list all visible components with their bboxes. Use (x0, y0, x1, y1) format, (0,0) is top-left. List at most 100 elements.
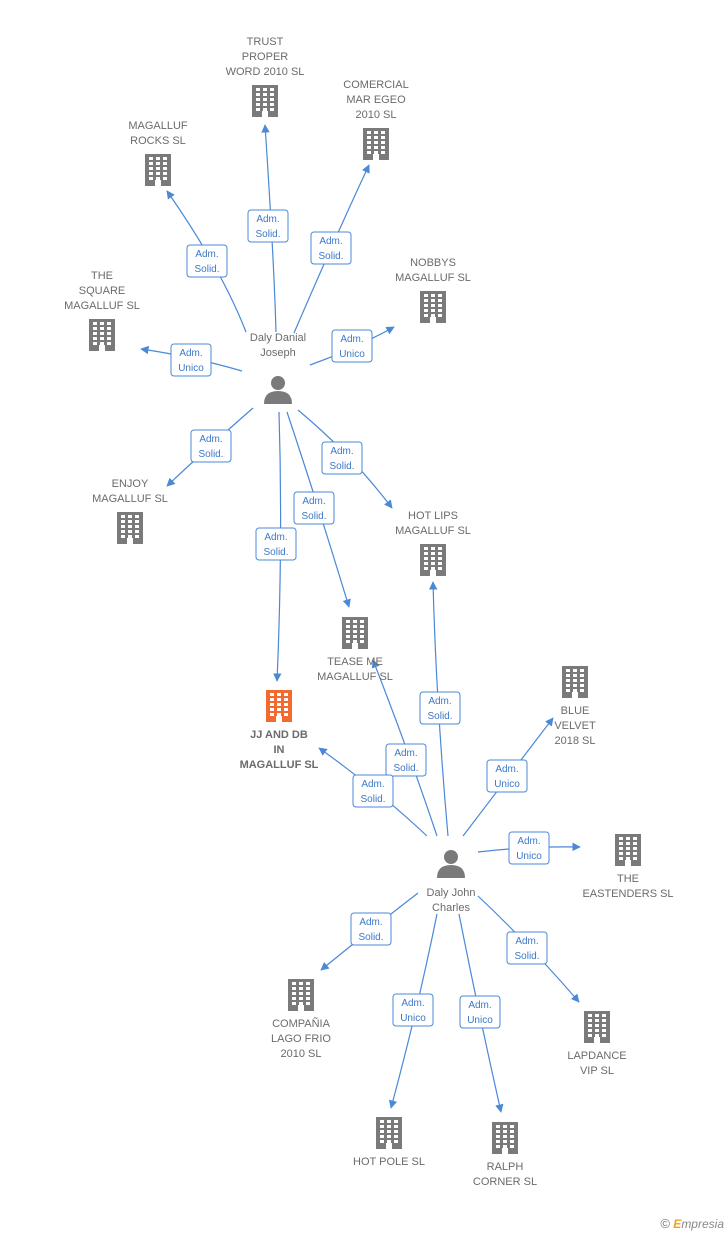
edge-label-box[interactable] (255, 527, 297, 561)
building-window (431, 294, 435, 297)
building-window (93, 322, 97, 325)
building-window (128, 520, 132, 523)
building-window (438, 294, 442, 297)
node-label: Daly Danial (250, 332, 306, 344)
edge-label-box[interactable] (385, 743, 427, 777)
building-window (367, 146, 371, 149)
edge-label-box[interactable] (350, 912, 392, 946)
building-window (284, 693, 288, 696)
node-label: ENJOY (112, 478, 149, 490)
node-label: JJ AND DB (250, 729, 308, 741)
edge-label-box[interactable] (190, 429, 232, 463)
building-door (262, 111, 268, 117)
building-window (424, 304, 428, 307)
edge-label-box[interactable] (247, 209, 289, 243)
node-hotpole[interactable]: HOT POLE SL (353, 1117, 425, 1168)
node-label: LAPDANCE (567, 1050, 626, 1062)
edge-label-box[interactable] (419, 691, 461, 725)
building-window (277, 698, 281, 701)
edge-label-box[interactable] (392, 993, 434, 1027)
building-door (352, 643, 358, 649)
building-icon (420, 291, 446, 323)
building-window (573, 689, 577, 692)
edge-label-box[interactable] (459, 995, 501, 1029)
building-window (381, 131, 385, 134)
edge-label-box[interactable] (293, 491, 335, 525)
building-window (149, 172, 153, 175)
edge-label-box[interactable] (508, 831, 550, 865)
edge-label-box[interactable] (486, 759, 528, 793)
building-window (149, 157, 153, 160)
edge-label-text: Adm. (394, 748, 417, 759)
building-icon (363, 128, 389, 160)
edge-label-box[interactable] (310, 231, 352, 265)
node-label: Charles (432, 902, 470, 914)
building-window (380, 1130, 384, 1133)
node-label: NOBBYS (410, 257, 456, 269)
building-window (163, 177, 167, 180)
building-window (306, 982, 310, 985)
building-window (387, 1125, 391, 1128)
person-body (264, 391, 292, 404)
edge-label-box[interactable] (506, 931, 548, 965)
building-window (256, 103, 260, 106)
edge-label-box[interactable] (186, 244, 228, 278)
node-label: ROCKS SL (130, 135, 186, 147)
building-door (430, 317, 436, 323)
building-window (438, 309, 442, 312)
building-door (594, 1037, 600, 1043)
building-window (367, 131, 371, 134)
edge-label-box[interactable] (352, 774, 394, 808)
node-label: IN (274, 744, 285, 756)
building-window (424, 309, 428, 312)
building-window (277, 708, 281, 711)
building-window (353, 640, 357, 643)
building-window (163, 172, 167, 175)
building-window (394, 1140, 398, 1143)
edge-label-box[interactable] (170, 343, 212, 377)
building-window (503, 1130, 507, 1133)
building-window (424, 562, 428, 565)
edge-label-text: Unico (178, 363, 204, 374)
building-window (496, 1125, 500, 1128)
building-window (573, 669, 577, 672)
building-icon (615, 834, 641, 866)
building-window (121, 535, 125, 538)
edge-danial-nobbys: Adm.Unico (309, 326, 395, 366)
building-window (633, 842, 637, 845)
building-door (99, 345, 105, 351)
building-window (353, 620, 357, 623)
edge-label-box[interactable] (321, 441, 363, 475)
node-label: LAGO FRIO (271, 1033, 331, 1045)
person-icon (264, 376, 292, 404)
building-window (128, 530, 132, 533)
building-window (438, 299, 442, 302)
building-window (588, 1019, 592, 1022)
building-window (121, 520, 125, 523)
building-window (270, 708, 274, 711)
building-window (619, 847, 623, 850)
building-window (438, 547, 442, 550)
edge-label-box[interactable] (331, 329, 373, 363)
building-window (360, 635, 364, 638)
building-window (163, 157, 167, 160)
building-window (306, 992, 310, 995)
building-window (573, 679, 577, 682)
building-window (438, 567, 442, 570)
